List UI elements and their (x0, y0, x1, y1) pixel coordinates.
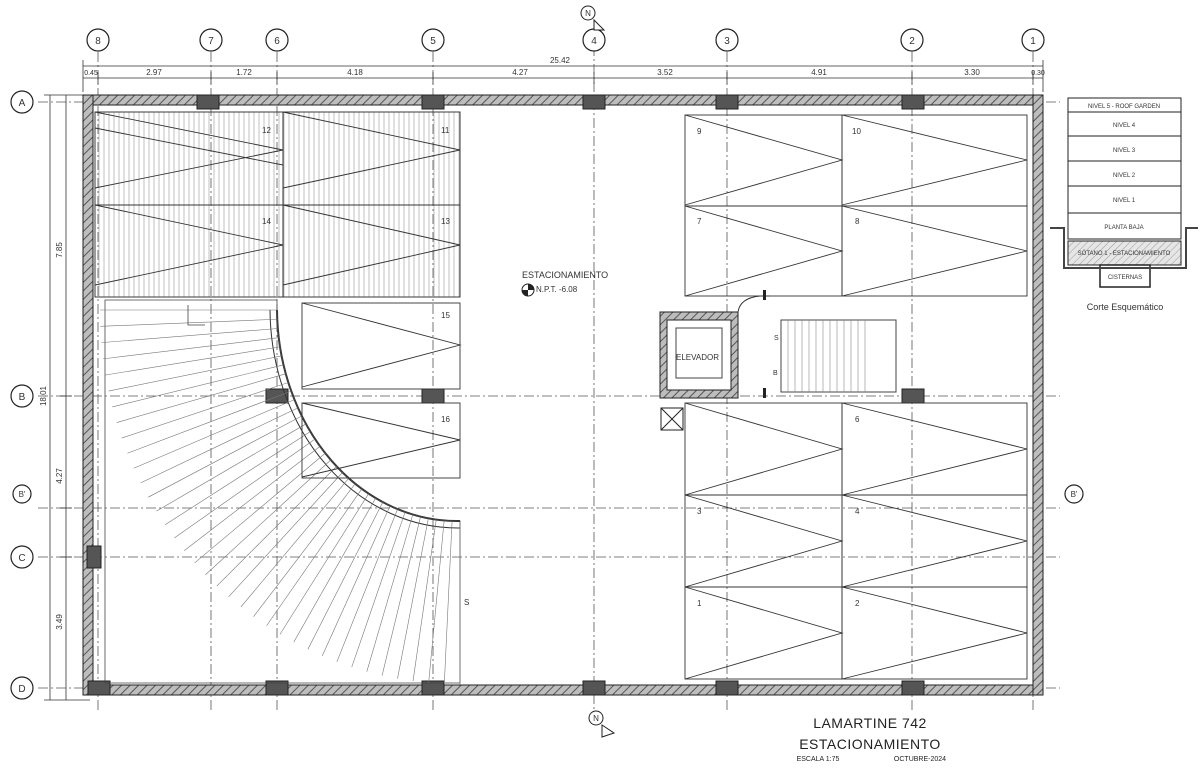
parking-number: 8 (855, 217, 860, 226)
elevator: ELEVADOR (659, 311, 739, 431)
section-level: PLANTA BAJA (1104, 225, 1143, 231)
grid-col-label: 5 (430, 36, 436, 47)
level-marker-icon (521, 283, 535, 297)
project-name: LAMARTINE 742 (813, 715, 927, 731)
dimension-overall-vertical: 18.01 (39, 385, 48, 406)
section-level: NIVEL 1 (1113, 198, 1136, 204)
grid-row-label: C (18, 553, 25, 564)
parking-number: 16 (441, 415, 450, 424)
dimension-label: 1.72 (236, 68, 252, 77)
svg-text:N: N (585, 9, 591, 18)
parking-number: 10 (852, 127, 861, 136)
section-level: NIVEL 5 - ROOF GARDEN (1088, 104, 1160, 110)
parking-number: 3 (697, 507, 702, 516)
grid-col-label: 4 (591, 36, 597, 47)
grid-row-label: D (18, 684, 25, 695)
elevator-label: ELEVADOR (676, 353, 719, 362)
section-level: NIVEL 4 (1113, 123, 1136, 129)
dimension-label: 4.27 (512, 68, 528, 77)
room-label: ESTACIONAMIENTO N.P.T. -6.08 (521, 270, 608, 297)
column-grid-bubbles (86, 28, 1045, 52)
curved-ramp: S (100, 299, 469, 685)
section-level: NIVEL 2 (1113, 173, 1136, 179)
room-name: ESTACIONAMIENTO (522, 270, 608, 280)
dimension-label: 4.18 (347, 68, 363, 77)
parking-number: 7 (697, 217, 702, 226)
dimension-label: 3.49 (55, 614, 64, 630)
stair-mark: B (773, 370, 778, 377)
grid-col-label: 8 (95, 36, 101, 47)
grid-col-label: 1 (1030, 36, 1036, 47)
title-block: LAMARTINE 742 ESTACIONAMIENTO ESCALA 1:7… (797, 715, 947, 763)
parking-number: 2 (855, 599, 860, 608)
parking-number: 9 (697, 127, 702, 136)
grid-row-label: A (19, 98, 26, 109)
stair-mark: S (774, 335, 779, 342)
grid-col-label: 2 (909, 36, 915, 47)
parking-number: 1 (697, 599, 702, 608)
dimension-label: 3.30 (964, 68, 980, 77)
north-arrow-icon: N (580, 5, 606, 31)
parking-number: 6 (855, 415, 860, 424)
dimension-label: 0.45 (84, 70, 98, 77)
perimeter-walls (82, 94, 1044, 696)
dimension-label: 0.30 (1031, 70, 1045, 77)
parking-number: 14 (262, 217, 271, 226)
section-level: SÓTANO 1 - ESTACIONAMIENTO (1078, 250, 1171, 257)
parking-number: 11 (441, 126, 450, 135)
sheet-title: ESTACIONAMIENTO (799, 736, 941, 752)
grid-col-label: 3 (724, 36, 730, 47)
section-caption: Corte Esquemático (1087, 302, 1164, 312)
dimension-label: 3.52 (657, 68, 673, 77)
floor-level: N.P.T. -6.08 (536, 285, 578, 294)
grid-col-label: 6 (274, 36, 280, 47)
upper-ramp-stripes (94, 111, 461, 298)
north-arrow-icon: N (588, 710, 616, 738)
grid-row-label: B (19, 392, 26, 403)
dimension-label: 2.97 (146, 68, 162, 77)
grid-col-label: 7 (208, 36, 214, 47)
dimension-label: 7.85 (55, 242, 64, 258)
section-level: NIVEL 3 (1113, 148, 1136, 154)
parking-number: 15 (441, 311, 450, 320)
stair: B S (737, 290, 897, 398)
drawing-scale: ESCALA 1:75 (797, 756, 840, 763)
schematic-section: NIVEL 5 - ROOF GARDEN NIVEL 4 NIVEL 3 NI… (1050, 97, 1198, 312)
dimension-label: 4.27 (55, 468, 64, 484)
parking-number: 13 (441, 217, 450, 226)
dimension-label: 4.91 (811, 68, 827, 77)
left-dimension-lines (44, 94, 90, 701)
row-grid-bubbles (10, 90, 1084, 700)
stair-mark: S (464, 598, 469, 607)
svg-text:N: N (593, 714, 599, 723)
parking-number: 4 (855, 507, 860, 516)
section-level: CISTERNAS (1108, 275, 1142, 281)
drawing-date: OCTUBRE-2024 (894, 756, 946, 763)
grid-row-label: B' (19, 490, 26, 499)
dimension-overall: 25.42 (550, 56, 571, 65)
parking-spaces (94, 111, 1028, 680)
grid-row-label: B' (1071, 490, 1078, 499)
parking-number: 12 (262, 126, 271, 135)
top-dimension-lines (82, 60, 1044, 92)
